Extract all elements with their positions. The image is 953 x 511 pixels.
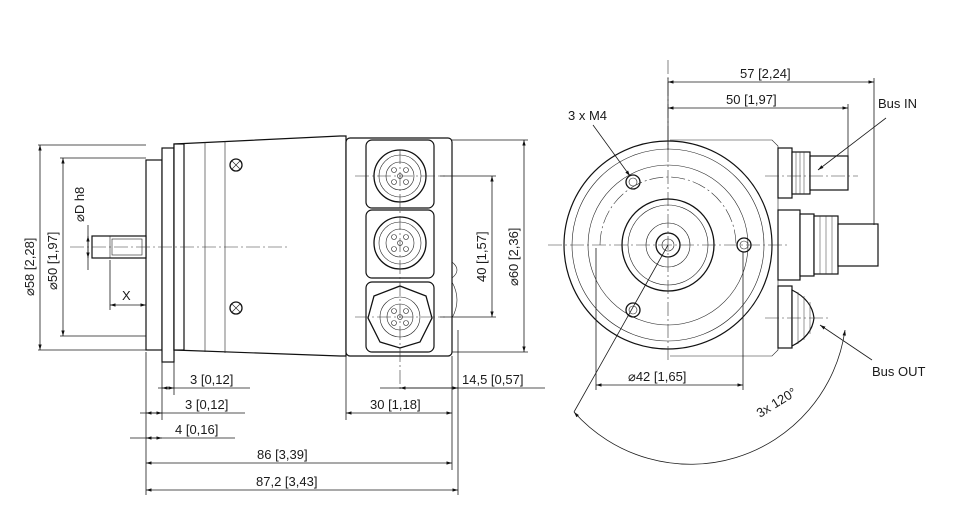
- dim-d42: ⌀42 [1,65]: [628, 369, 686, 384]
- dim-86: 86 [3,39]: [257, 447, 308, 462]
- connector-bus-out: [777, 285, 815, 349]
- dim-40: 40 [1,57]: [474, 231, 489, 282]
- mounting-hole-1: [625, 174, 641, 190]
- dim-x: X: [122, 288, 131, 303]
- dim-d-shaft: ⌀D h8: [72, 187, 87, 222]
- connector-mid: [777, 209, 879, 281]
- dim-3b: 3 [0,12]: [185, 397, 228, 412]
- dim-d50: ⌀50 [1,97]: [45, 232, 60, 290]
- flange: [145, 159, 163, 351]
- dim-57: 57 [2,24]: [740, 66, 791, 81]
- dim-87-2: 87,2 [3,43]: [256, 474, 317, 489]
- dim-3xm4: 3 x M4: [568, 108, 607, 123]
- side-view: ⌀58 [2,28] ⌀50 [1,97] ⌀D h8 X 40 [1,57] …: [22, 135, 545, 495]
- dim-3x120: 3x 120°: [754, 384, 799, 420]
- front-view: 57 [2,24] 50 [1,97] 3 x M4 ⌀42 [1,65] 3x…: [548, 60, 926, 465]
- dim-14-5: 14,5 [0,57]: [462, 372, 523, 387]
- dim-3a: 3 [0,12]: [190, 372, 233, 387]
- label-bus-out: Bus OUT: [872, 364, 926, 379]
- dim-4: 4 [0,16]: [175, 422, 218, 437]
- mounting-hole-3: [625, 302, 641, 318]
- dim-d60: ⌀60 [2,36]: [506, 228, 521, 286]
- dim-30: 30 [1,18]: [370, 397, 421, 412]
- dim-50-front: 50 [1,97]: [726, 92, 777, 107]
- screw-bottom: [229, 301, 243, 315]
- screw-top: [229, 158, 243, 172]
- dim-d58: ⌀58 [2,28]: [22, 238, 37, 296]
- label-bus-in: Bus IN: [878, 96, 917, 111]
- encoder-housing: [173, 135, 347, 357]
- flange-step: [161, 147, 175, 363]
